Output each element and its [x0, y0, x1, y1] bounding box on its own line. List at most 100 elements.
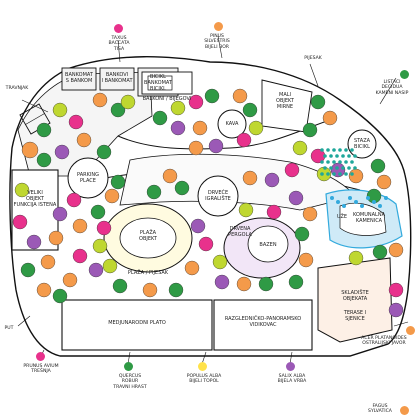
legend-acer: ACER PLATANOIDES OSTRALIJSKI JAVOR: [361, 336, 407, 347]
deck-inner: [147, 75, 173, 91]
shrub-dot: [350, 148, 354, 152]
shrub-dot: [326, 172, 330, 176]
tree-canopy: [188, 94, 204, 110]
tree-canopy: [170, 100, 186, 116]
tree-canopy: [388, 242, 404, 258]
tree-canopy: [68, 114, 84, 130]
tree-canopy: [12, 214, 28, 230]
tree-layer: [12, 88, 404, 318]
tree-canopy: [302, 122, 318, 138]
blue-shrub-dot: [348, 196, 352, 200]
right-circle-label: STAZA BICIKL: [353, 138, 371, 150]
tree-canopy: [36, 282, 52, 298]
shrub-dot: [332, 172, 336, 176]
blue-shrub-dot: [366, 196, 370, 200]
blue-shrub-dot: [354, 200, 358, 204]
upper-block-1: [61, 67, 97, 91]
tree-canopy: [26, 234, 42, 250]
shrub-dot: [344, 148, 348, 152]
tree-canopy: [238, 202, 254, 218]
bottom-right-plaza-label: RAZGLEDNIČKO-PANORAMSKO VIDIKOVAC: [224, 316, 302, 328]
legend-listaci: LISTACI DECIDUA KAMENI NASIP: [375, 80, 409, 96]
tree-canopy: [242, 170, 258, 186]
tree-canopy: [198, 236, 214, 252]
shrub-dot: [320, 160, 324, 164]
shrub-dot: [338, 160, 342, 164]
tree-canopy: [376, 174, 392, 190]
beach-arena-inner: [119, 217, 177, 259]
tree-canopy: [104, 188, 120, 204]
blue-shrub-dot: [378, 204, 382, 208]
tree-canopy: [112, 278, 128, 294]
tree-canopy: [258, 276, 274, 292]
shrub-dot: [350, 172, 354, 176]
tree-canopy: [120, 94, 136, 110]
tree-canopy: [52, 206, 68, 222]
tree-canopy: [88, 262, 104, 278]
parking-label: PARKING PLACE: [77, 172, 99, 184]
tree-canopy: [92, 238, 108, 254]
pool-label: BAZEN: [259, 242, 277, 248]
tree-canopy: [36, 122, 52, 138]
legend-pink-dot: [114, 24, 123, 33]
legend-put: PUT: [4, 326, 14, 331]
tree-canopy: [146, 184, 162, 200]
bottom-right-ramp-label: TERASE I SJENICE: [343, 310, 367, 322]
legend-pijesak: PIJESAK: [304, 56, 322, 61]
upper-block-3-label: BICIKL BANKOMAT BICIKL: [144, 74, 172, 92]
tree-canopy: [310, 94, 326, 110]
bottom-plaza-label: MEDJUNARODNI PLATO: [108, 320, 166, 326]
blue-shrub-dot: [360, 204, 364, 208]
tree-canopy: [204, 88, 220, 104]
tree-canopy: [372, 244, 388, 260]
tree-canopy: [284, 162, 300, 178]
blue-zone-label: UŽE: [336, 214, 348, 220]
tree-canopy: [52, 102, 68, 118]
legend-populus: POPULUS ALBA BIJELI TOPOL: [186, 374, 222, 385]
shrub-dot: [353, 166, 357, 170]
tree-canopy: [266, 204, 282, 220]
right-circle: [347, 129, 377, 159]
legend-pink-dot-bottom: [36, 352, 45, 361]
tree-canopy: [288, 274, 304, 290]
shrub-dot: [329, 166, 333, 170]
shrub-dot: [323, 154, 327, 158]
tree-canopy: [21, 141, 39, 159]
top-circle: [217, 109, 247, 139]
shrub-dot: [341, 154, 345, 158]
tree-canopy: [92, 92, 108, 108]
legend-taxus: TAXUS BACCATA TISA: [108, 36, 130, 52]
tree-canopy: [188, 140, 204, 156]
tree-canopy: [110, 102, 126, 118]
legend-quercus: QUERCUS ROBUR TRAVNI HRAST: [113, 374, 147, 390]
shrub-dot: [332, 160, 336, 164]
blue-shrub-dot: [342, 204, 346, 208]
shrub-dot: [350, 160, 354, 164]
legend-pinus: PINUS SILVESTRIS BIJELI BOR: [204, 34, 230, 50]
tree-canopy: [168, 282, 184, 298]
shrub-dot: [344, 160, 348, 164]
left-circle-label: PLAŽA OBJEKT: [139, 230, 157, 242]
legend-prunus: PRUNUS AVIUM TREŠNJA: [23, 364, 59, 375]
shrub-dot: [344, 172, 348, 176]
tree-canopy: [20, 262, 36, 278]
shrub-dot: [329, 154, 333, 158]
tree-canopy: [388, 282, 404, 298]
shrub-dot: [323, 166, 327, 170]
legend-yellow-dot-bottom: [198, 362, 207, 371]
tree-canopy: [62, 272, 78, 288]
legend-orange-dot-right: [406, 326, 415, 335]
tree-canopy: [322, 110, 338, 126]
tree-canopy: [264, 172, 280, 188]
top-circle-label: KAVA: [225, 121, 239, 127]
legend-salix: SALIX ALBA BIJELA VRBA: [277, 374, 307, 385]
tree-canopy: [52, 288, 68, 304]
shrub-dot: [320, 148, 324, 152]
tree-canopy: [292, 140, 308, 156]
tree-canopy: [96, 144, 112, 160]
shrub-dot: [332, 148, 336, 152]
tree-canopy: [174, 180, 190, 196]
bottom-plaza-right: [213, 299, 313, 351]
tree-canopy: [236, 276, 252, 292]
tree-canopy: [242, 102, 258, 118]
